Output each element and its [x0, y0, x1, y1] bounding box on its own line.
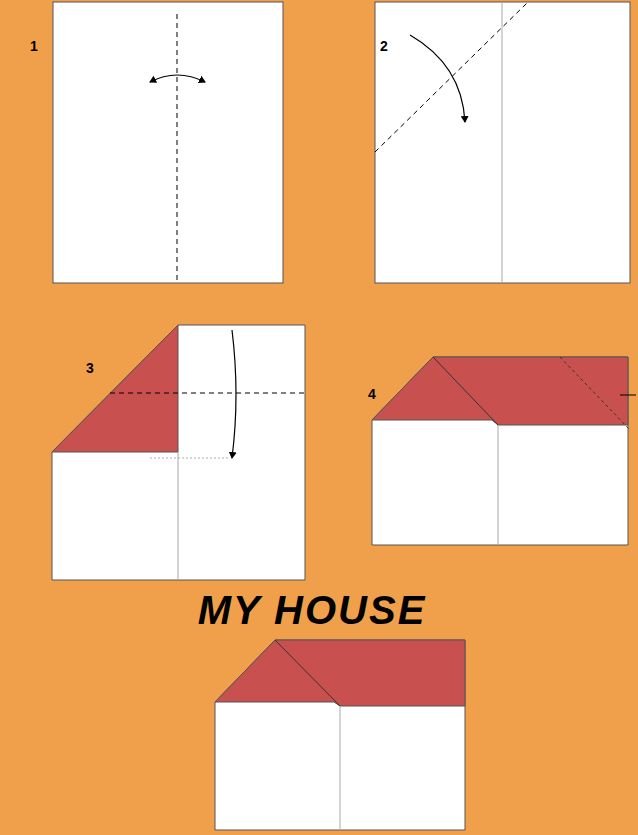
page-title: MY HOUSE — [198, 588, 427, 633]
step-number: 4 — [368, 386, 376, 402]
step-number: 2 — [380, 38, 388, 54]
step-number: 1 — [30, 38, 38, 54]
step-number: 3 — [86, 360, 94, 376]
step-3-figure — [52, 325, 305, 580]
finished-house — [215, 640, 465, 830]
step-4-figure — [372, 357, 636, 545]
step-1-figure — [53, 2, 283, 283]
step-2-figure — [375, 2, 630, 283]
